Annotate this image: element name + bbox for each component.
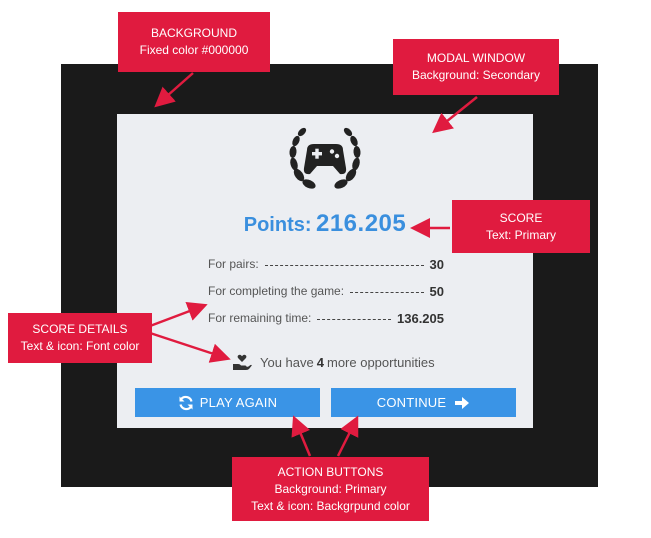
annotation-background: BACKGROUND Fixed color #000000	[118, 12, 270, 72]
opportunities-count: 4	[316, 354, 324, 370]
score-row-label: For remaining time:	[208, 311, 312, 325]
annotation-action-buttons: ACTION BUTTONS Background: Primary Text …	[232, 457, 429, 521]
annotation-detail: Text & icon: Font color	[20, 339, 140, 353]
annotation-title: BACKGROUND	[150, 26, 237, 40]
arrow-right-icon	[455, 396, 470, 409]
dotted-leader	[317, 318, 391, 320]
annotation-detail: Fixed color #000000	[139, 43, 249, 57]
score-row-value: 50	[429, 283, 444, 299]
heart-hand-icon	[233, 354, 252, 370]
laurel-gamepad-icon	[289, 127, 361, 189]
annotation-detail: Background: Primary	[274, 481, 387, 496]
annotation-modal-window: MODAL WINDOW Background: Secondary	[393, 39, 559, 95]
score-row-time: For remaining time: 136.205	[208, 310, 444, 326]
score-row-value: 136.205	[397, 310, 444, 326]
modal-window	[117, 114, 533, 428]
play-again-label: PLAY AGAIN	[199, 395, 278, 410]
opportunities-prefix: You have	[260, 354, 314, 370]
opportunities-info: You have 4 more opportunities	[232, 351, 452, 373]
score-row-value: 30	[429, 256, 444, 272]
annotation-title: MODAL WINDOW	[426, 51, 526, 65]
score-row-pairs: For pairs: 30	[208, 256, 444, 272]
points-score: Points: 216.205	[200, 210, 450, 238]
opportunities-suffix: more opportunities	[326, 354, 435, 370]
score-row-label: For pairs:	[208, 257, 259, 271]
annotation-score-details: SCORE DETAILS Text & icon: Font color	[8, 313, 152, 363]
annotation-detail: Text & icon: Backgrpund color	[251, 498, 410, 513]
score-row-label: For completing the game:	[208, 284, 345, 298]
annotation-title: SCORE DETAILS	[32, 322, 128, 336]
points-value: 216.205	[315, 210, 407, 237]
dotted-leader	[264, 264, 424, 266]
continue-label: CONTINUE	[376, 395, 447, 410]
annotation-detail: Background: Secondary	[411, 68, 541, 82]
score-row-completion: For completing the game: 50	[208, 283, 444, 299]
annotation-title: ACTION BUTTONS	[277, 464, 384, 479]
play-again-button[interactable]: PLAY AGAIN	[135, 388, 320, 417]
annotation-detail: Text: Primary	[485, 227, 556, 242]
annotation-title: SCORE	[499, 210, 543, 225]
annotation-score: SCORE Text: Primary	[452, 200, 590, 253]
points-label: Points:	[243, 214, 312, 236]
refresh-icon	[179, 395, 193, 410]
continue-button[interactable]: CONTINUE	[331, 388, 516, 417]
dotted-leader	[350, 291, 424, 293]
